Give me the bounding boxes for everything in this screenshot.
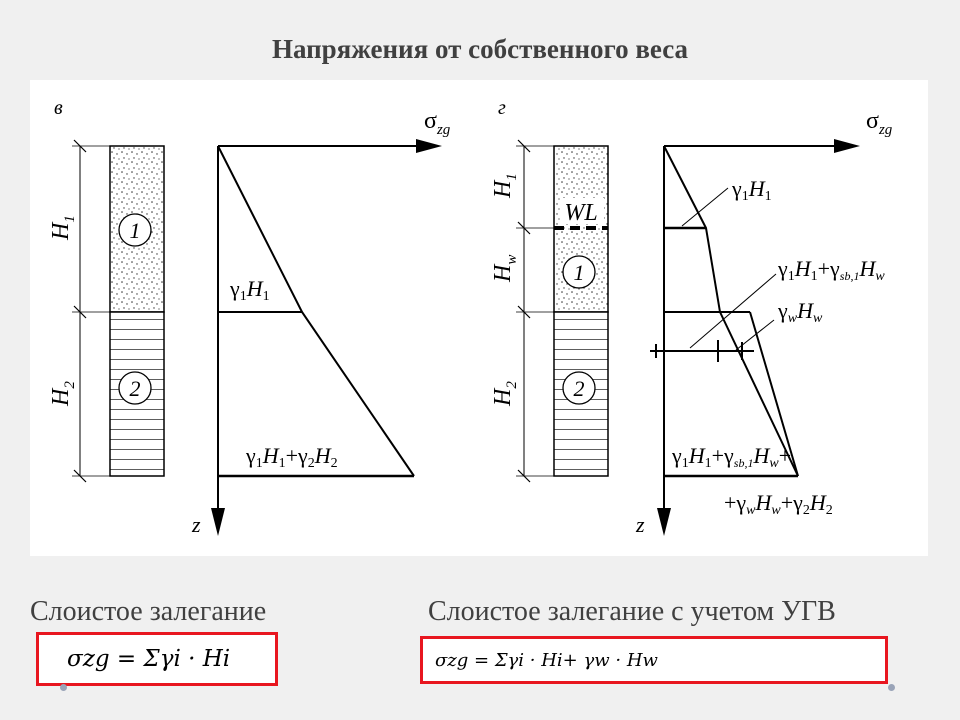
left-sigma-label: σzg — [424, 108, 451, 138]
left-layer-2-label: 2 — [130, 376, 141, 401]
right-value-4b: +γwHw+γ2H2 — [724, 490, 833, 518]
stress-diagrams: в H1 H2 1 2 σzg z γ1H1 γ1H1+γ2H2 г — [48, 97, 893, 537]
right-sigma-label: σzg — [866, 108, 893, 138]
right-diagram: г H1 Hw H2 WL 1 2 σzg z — [490, 97, 893, 537]
right-dim-label-h1: H1 — [490, 173, 520, 199]
right-wl-label-bg — [560, 198, 604, 224]
right-leader-value-2 — [689, 273, 777, 349]
right-value-4a: γ1H1+γsb,1Hw+ — [671, 443, 791, 471]
right-stress-line — [663, 145, 799, 477]
right-value-3: γwHw — [777, 298, 823, 326]
right-panel-letter: г — [498, 97, 506, 119]
left-dim-label-h2: H2 — [48, 381, 78, 407]
left-z-axis-arrow — [211, 508, 225, 536]
right-layer-1-label: 1 — [574, 260, 585, 285]
slide-title: Напряжения от собственного веса — [271, 34, 689, 64]
formula-right: σzg = Σγi · Hi+ γw · Hw — [435, 649, 658, 671]
left-value-1: γ1H1 — [229, 276, 270, 304]
left-layer-2-marker — [118, 371, 152, 405]
right-leader-value-3 — [735, 319, 775, 351]
formula-left: σzg = Σγi · Hi — [67, 646, 231, 672]
right-z-label: z — [635, 512, 645, 537]
left-value-2: γ1H1+γ2H2 — [245, 443, 338, 471]
left-layer-1-marker — [118, 213, 152, 247]
formula-right-highlight: σzg = Σγi · Hi+ γw · Hw — [420, 636, 888, 684]
left-dim-label-h1: H1 — [48, 215, 78, 241]
right-layer-2-label: 2 — [574, 376, 585, 401]
right-dim-label-h2: H2 — [490, 381, 520, 407]
caption-layered-groundwater: Слоистое залегание с учетом УГВ — [428, 596, 836, 627]
formula-left-highlight: σzg = Σγi · Hi — [36, 632, 278, 686]
right-wl-label: WL — [564, 200, 597, 226]
right-water-pressure-edge — [749, 311, 799, 477]
right-sigma-axis-arrow — [834, 139, 860, 153]
right-layer-2-marker — [562, 371, 596, 405]
right-value-1: γ1H1 — [731, 176, 772, 204]
right-dim-label-hw: Hw — [490, 255, 520, 283]
left-diagram: в H1 H2 1 2 σzg z γ1H1 γ1H1+γ2H2 — [48, 97, 451, 537]
left-z-label: z — [191, 512, 201, 537]
right-layer-1-marker — [562, 255, 596, 289]
right-leader-value-1 — [681, 187, 729, 227]
diagram-panel: в H1 H2 1 2 σzg z γ1H1 γ1H1+γ2H2 г — [30, 80, 928, 556]
left-layer-1-label: 1 — [130, 218, 141, 243]
slide-bullet-dot — [888, 684, 895, 691]
left-panel-letter: в — [54, 97, 63, 119]
right-z-axis-arrow — [657, 508, 671, 536]
left-sigma-axis-arrow — [416, 139, 442, 153]
caption-layered: Слоистое залегание — [30, 596, 267, 627]
right-value-2: γ1H1+γsb,1Hw — [777, 256, 885, 284]
slide-bullet-dot — [60, 684, 67, 691]
